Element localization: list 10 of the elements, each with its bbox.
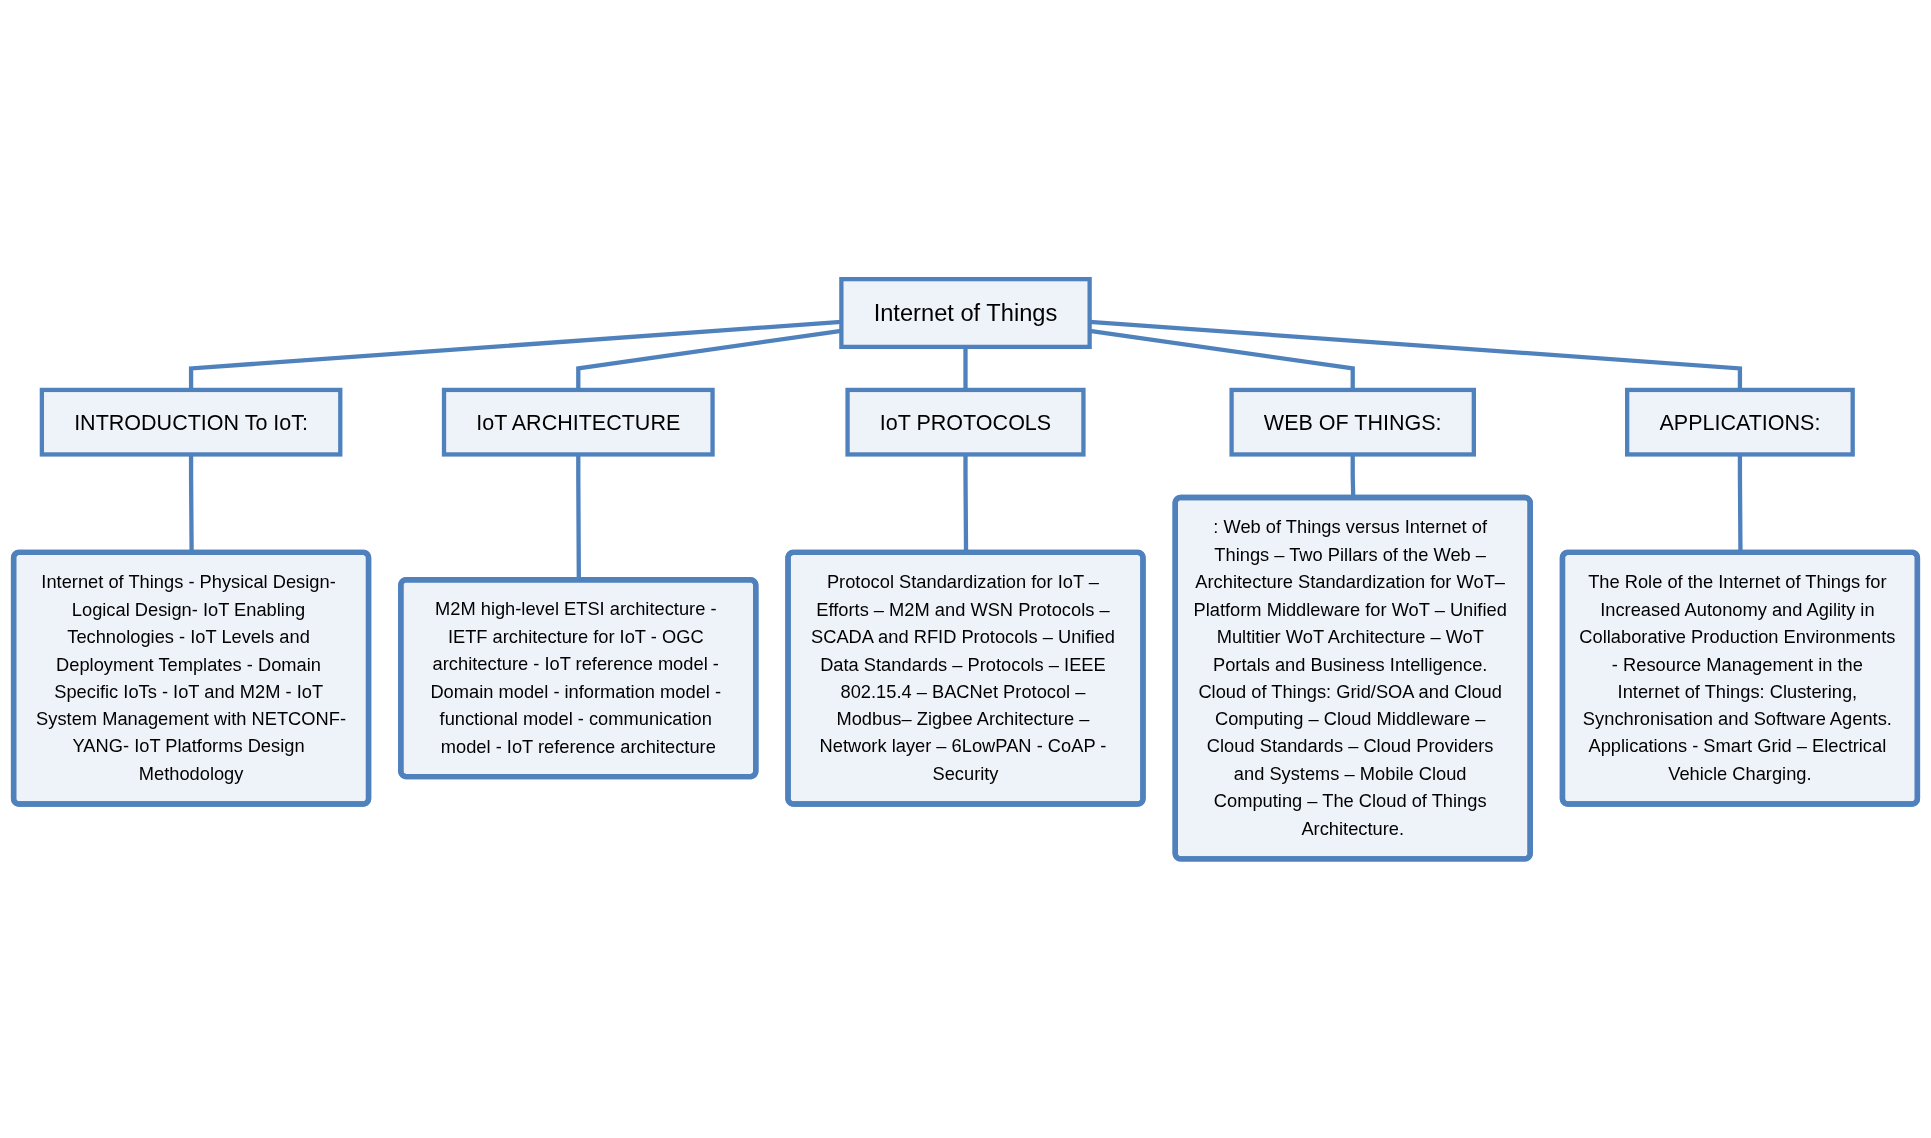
node-box: IoT PROTOCOLS (845, 387, 1086, 457)
connector (1737, 454, 1743, 553)
node-box: IoT ARCHITECTURE (441, 387, 715, 457)
connector (963, 454, 969, 553)
connector (963, 346, 968, 390)
connector (188, 454, 194, 553)
node-box: WEB OF THINGS: (1229, 387, 1476, 457)
node-box: INTRODUCTION To IoT: (39, 387, 343, 457)
node-box: APPLICATIONS: (1625, 387, 1855, 457)
node-box: Internet of Things (839, 277, 1092, 350)
